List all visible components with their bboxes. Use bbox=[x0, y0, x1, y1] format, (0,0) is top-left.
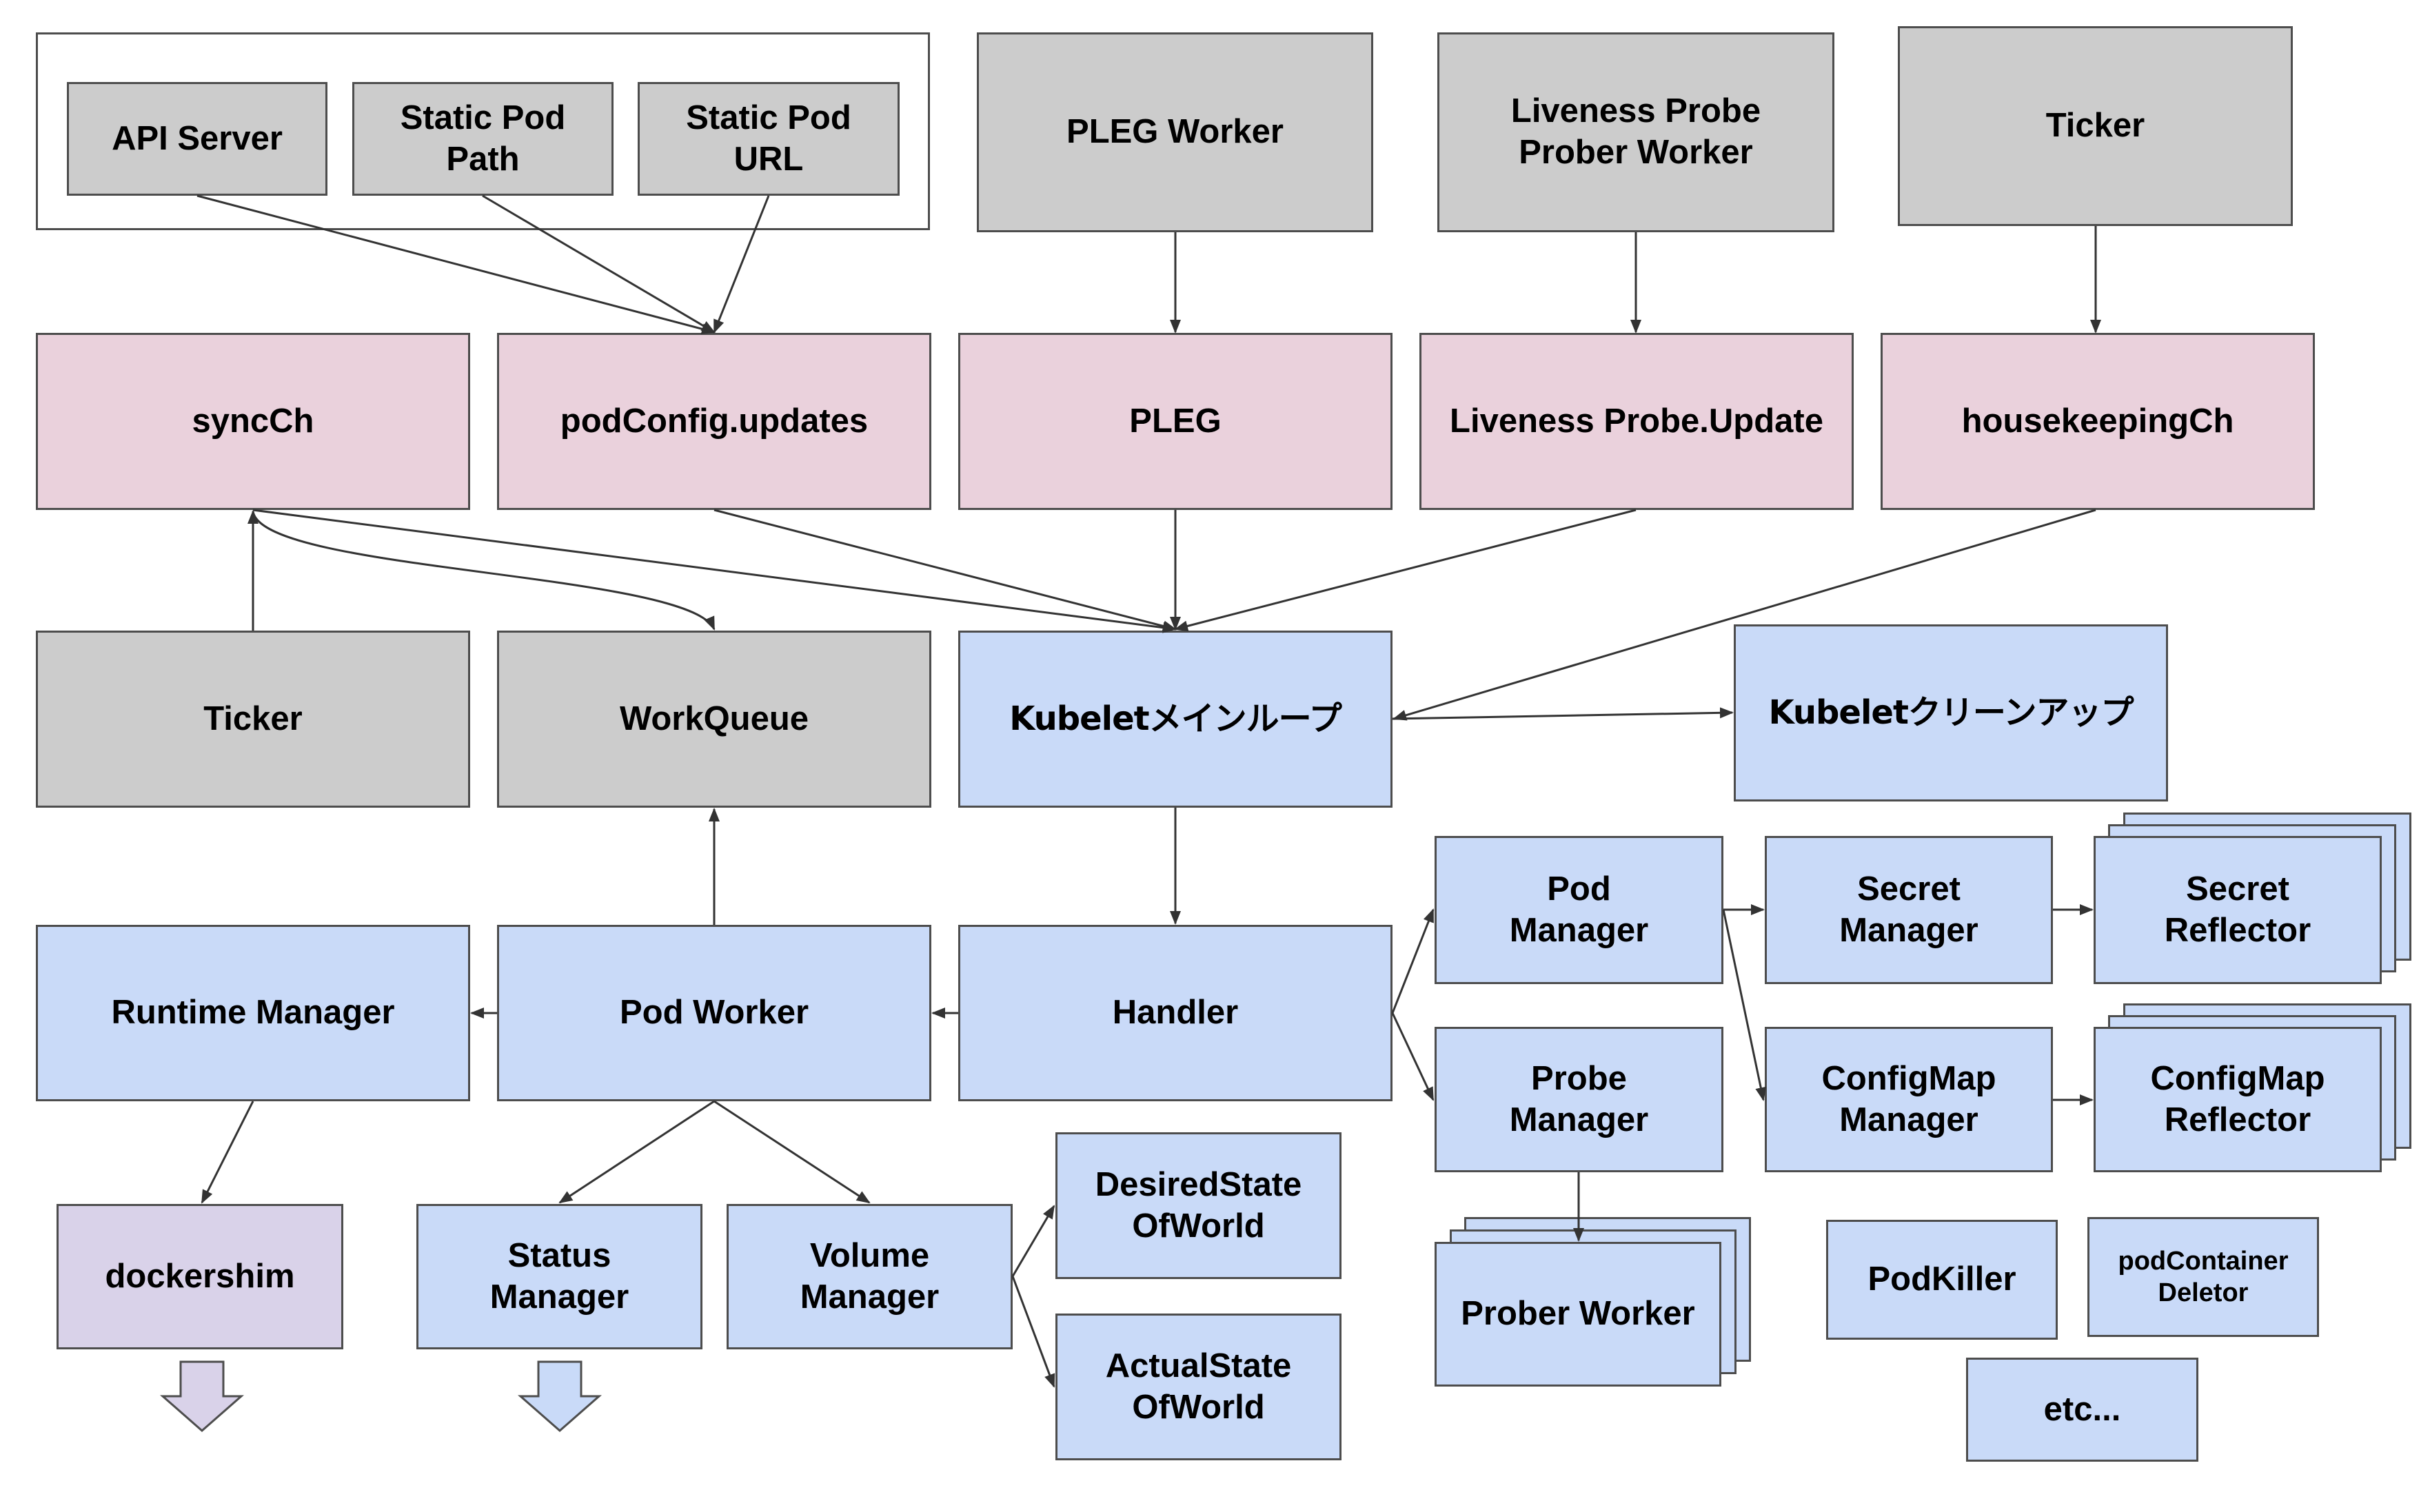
configmap-manager-node: ConfigMap Manager bbox=[1765, 1027, 2053, 1172]
desired-state-of-world-node: DesiredState OfWorld bbox=[1055, 1132, 1341, 1279]
edge-main-loop-to-cleanup bbox=[1392, 707, 1734, 720]
edge-pod-worker-to-status-manager bbox=[558, 1100, 715, 1204]
configmap-reflector-node: ConfigMap Reflector bbox=[2094, 1027, 2382, 1172]
edge-handler-to-probe-manager bbox=[1391, 1012, 1435, 1101]
prober-worker-node: Prober Worker bbox=[1435, 1242, 1721, 1387]
static-pod-url-node: Static Pod URL bbox=[638, 82, 900, 196]
volume-manager-node: Volume Manager bbox=[727, 1204, 1013, 1349]
status-manager-down-arrow bbox=[518, 1360, 602, 1432]
api-server-node: API Server bbox=[67, 82, 327, 196]
liveness-update-node: Liveness Probe.Update bbox=[1419, 333, 1854, 510]
pleg-channel-node: PLEG bbox=[958, 333, 1393, 510]
edge-sync-ch-to-main-loop bbox=[252, 509, 1177, 633]
kubelet-main-loop-node: Kubeletメインループ bbox=[958, 631, 1393, 808]
liveness-prober-worker-node: Liveness Probe Prober Worker bbox=[1437, 32, 1834, 232]
edge-api-server-to-pod-config bbox=[196, 194, 716, 335]
edge-volume-manager-to-desired-state bbox=[1011, 1205, 1055, 1277]
edge-pod-manager-to-configmap-manager bbox=[1722, 909, 1767, 1101]
pod-manager-node: Pod Manager bbox=[1435, 836, 1723, 984]
pod-killer-node: PodKiller bbox=[1826, 1220, 2058, 1340]
secret-manager-node: Secret Manager bbox=[1765, 836, 2053, 984]
actual-state-of-world-node: ActualState OfWorld bbox=[1055, 1314, 1341, 1460]
pod-config-updates-node: podConfig.updates bbox=[497, 333, 931, 510]
secret-reflector-node: Secret Reflector bbox=[2094, 836, 2382, 984]
pod-worker-node: Pod Worker bbox=[497, 925, 931, 1101]
housekeeping-ch-node: housekeepingCh bbox=[1881, 333, 2315, 510]
edge-pod-config-to-main-loop bbox=[713, 509, 1177, 632]
static-pod-path-node: Static Pod Path bbox=[352, 82, 614, 196]
probe-manager-node: Probe Manager bbox=[1435, 1027, 1723, 1172]
edge-liveness-to-main-loop bbox=[1174, 509, 1637, 632]
edge-housekeeping-to-main-loop bbox=[1393, 509, 2096, 721]
ticker-node: Ticker bbox=[36, 631, 470, 808]
work-queue-node: WorkQueue bbox=[497, 631, 931, 808]
edge-runtime-manager-to-dockershim bbox=[201, 1101, 254, 1204]
runtime-manager-node: Runtime Manager bbox=[36, 925, 470, 1101]
pod-container-deletor-node: podContainer Deletor bbox=[2087, 1217, 2319, 1337]
dockershim-node: dockershim bbox=[57, 1204, 343, 1349]
edge-volume-manager-to-actual-state bbox=[1011, 1276, 1055, 1388]
edge-handler-to-pod-manager bbox=[1391, 908, 1435, 1014]
edge-static-url-to-pod-config bbox=[713, 195, 770, 334]
handler-node: Handler bbox=[958, 925, 1393, 1101]
sync-ch-node: syncCh bbox=[36, 333, 470, 510]
edge-pod-worker-to-volume-manager bbox=[713, 1100, 871, 1204]
pleg-worker-node: PLEG Worker bbox=[977, 32, 1373, 232]
edge-sync-ch-to-work-queue bbox=[252, 511, 716, 631]
edge-static-path-to-pod-config bbox=[482, 194, 716, 334]
kubelet-cleanup-node: Kubeletクリーンアップ bbox=[1734, 624, 2168, 801]
status-manager-node: Status Manager bbox=[416, 1204, 702, 1349]
dockershim-down-arrow bbox=[160, 1360, 244, 1432]
etc-node: etc... bbox=[1966, 1358, 2198, 1462]
ticker-top-node: Ticker bbox=[1898, 26, 2293, 226]
pod-config-sources-group bbox=[36, 32, 930, 230]
